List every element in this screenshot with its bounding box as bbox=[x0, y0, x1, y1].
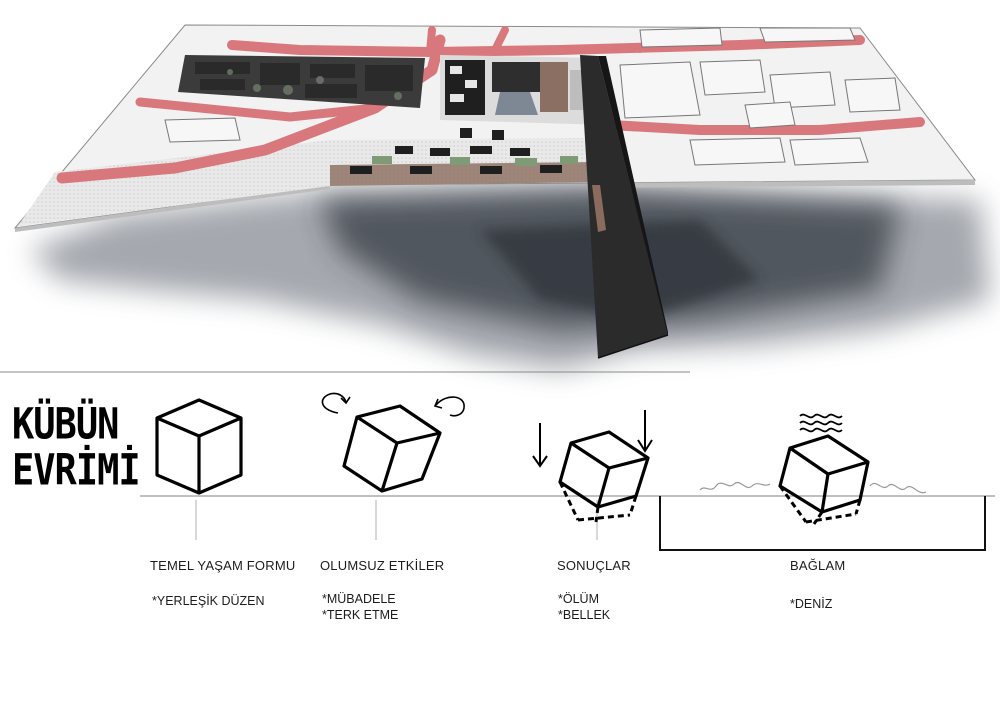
white-buildings bbox=[164, 27, 901, 166]
cube-sinking-submerged bbox=[558, 481, 638, 523]
diagram-title: KÜBÜN EVRİMİ bbox=[12, 398, 141, 494]
down-arrow-right-icon bbox=[637, 410, 653, 453]
plaza-complex bbox=[440, 55, 608, 125]
stage-label-3: SONUÇLAR bbox=[557, 558, 631, 573]
site-model bbox=[13, 24, 990, 370]
stage-label-4: BAĞLAM bbox=[790, 558, 846, 573]
stage-note-1a: *YERLEŞİK DÜZEN bbox=[152, 594, 265, 608]
wave-line-2 bbox=[869, 482, 927, 494]
water-shadow bbox=[30, 185, 990, 370]
stage-label-2: OLUMSUZ ETKİLER bbox=[320, 558, 445, 573]
down-arrow-left-icon bbox=[532, 423, 548, 468]
title-line-1: KÜBÜN bbox=[12, 399, 119, 449]
cube-sea bbox=[778, 434, 870, 514]
divider-line bbox=[0, 371, 690, 373]
wave-line bbox=[699, 482, 771, 491]
stage-note-3a: *ÖLÜM bbox=[558, 592, 599, 606]
context-bracket bbox=[659, 496, 986, 551]
pier bbox=[580, 55, 669, 359]
stage-label-1: TEMEL YAŞAM FORMU bbox=[150, 558, 296, 573]
stage-note-3b: *BELLEK bbox=[558, 608, 611, 622]
cube-basic-form bbox=[155, 398, 243, 495]
park-grid bbox=[330, 128, 600, 186]
stage-note-2b: *TERK ETME bbox=[322, 608, 399, 622]
urban-block bbox=[178, 55, 425, 108]
rotate-left-icon bbox=[321, 392, 351, 414]
rotate-right-icon bbox=[433, 396, 465, 417]
cube-tilted bbox=[342, 404, 442, 493]
title-line-2: EVRİMİ bbox=[12, 445, 141, 495]
water-waves-icon bbox=[799, 413, 843, 433]
cube-sea-submerged bbox=[778, 485, 862, 525]
stage-note-2a: *MÜBADELE bbox=[322, 592, 396, 606]
stage-note-4a: *DENİZ bbox=[790, 597, 833, 611]
cube-evolution-diagram bbox=[140, 392, 995, 551]
